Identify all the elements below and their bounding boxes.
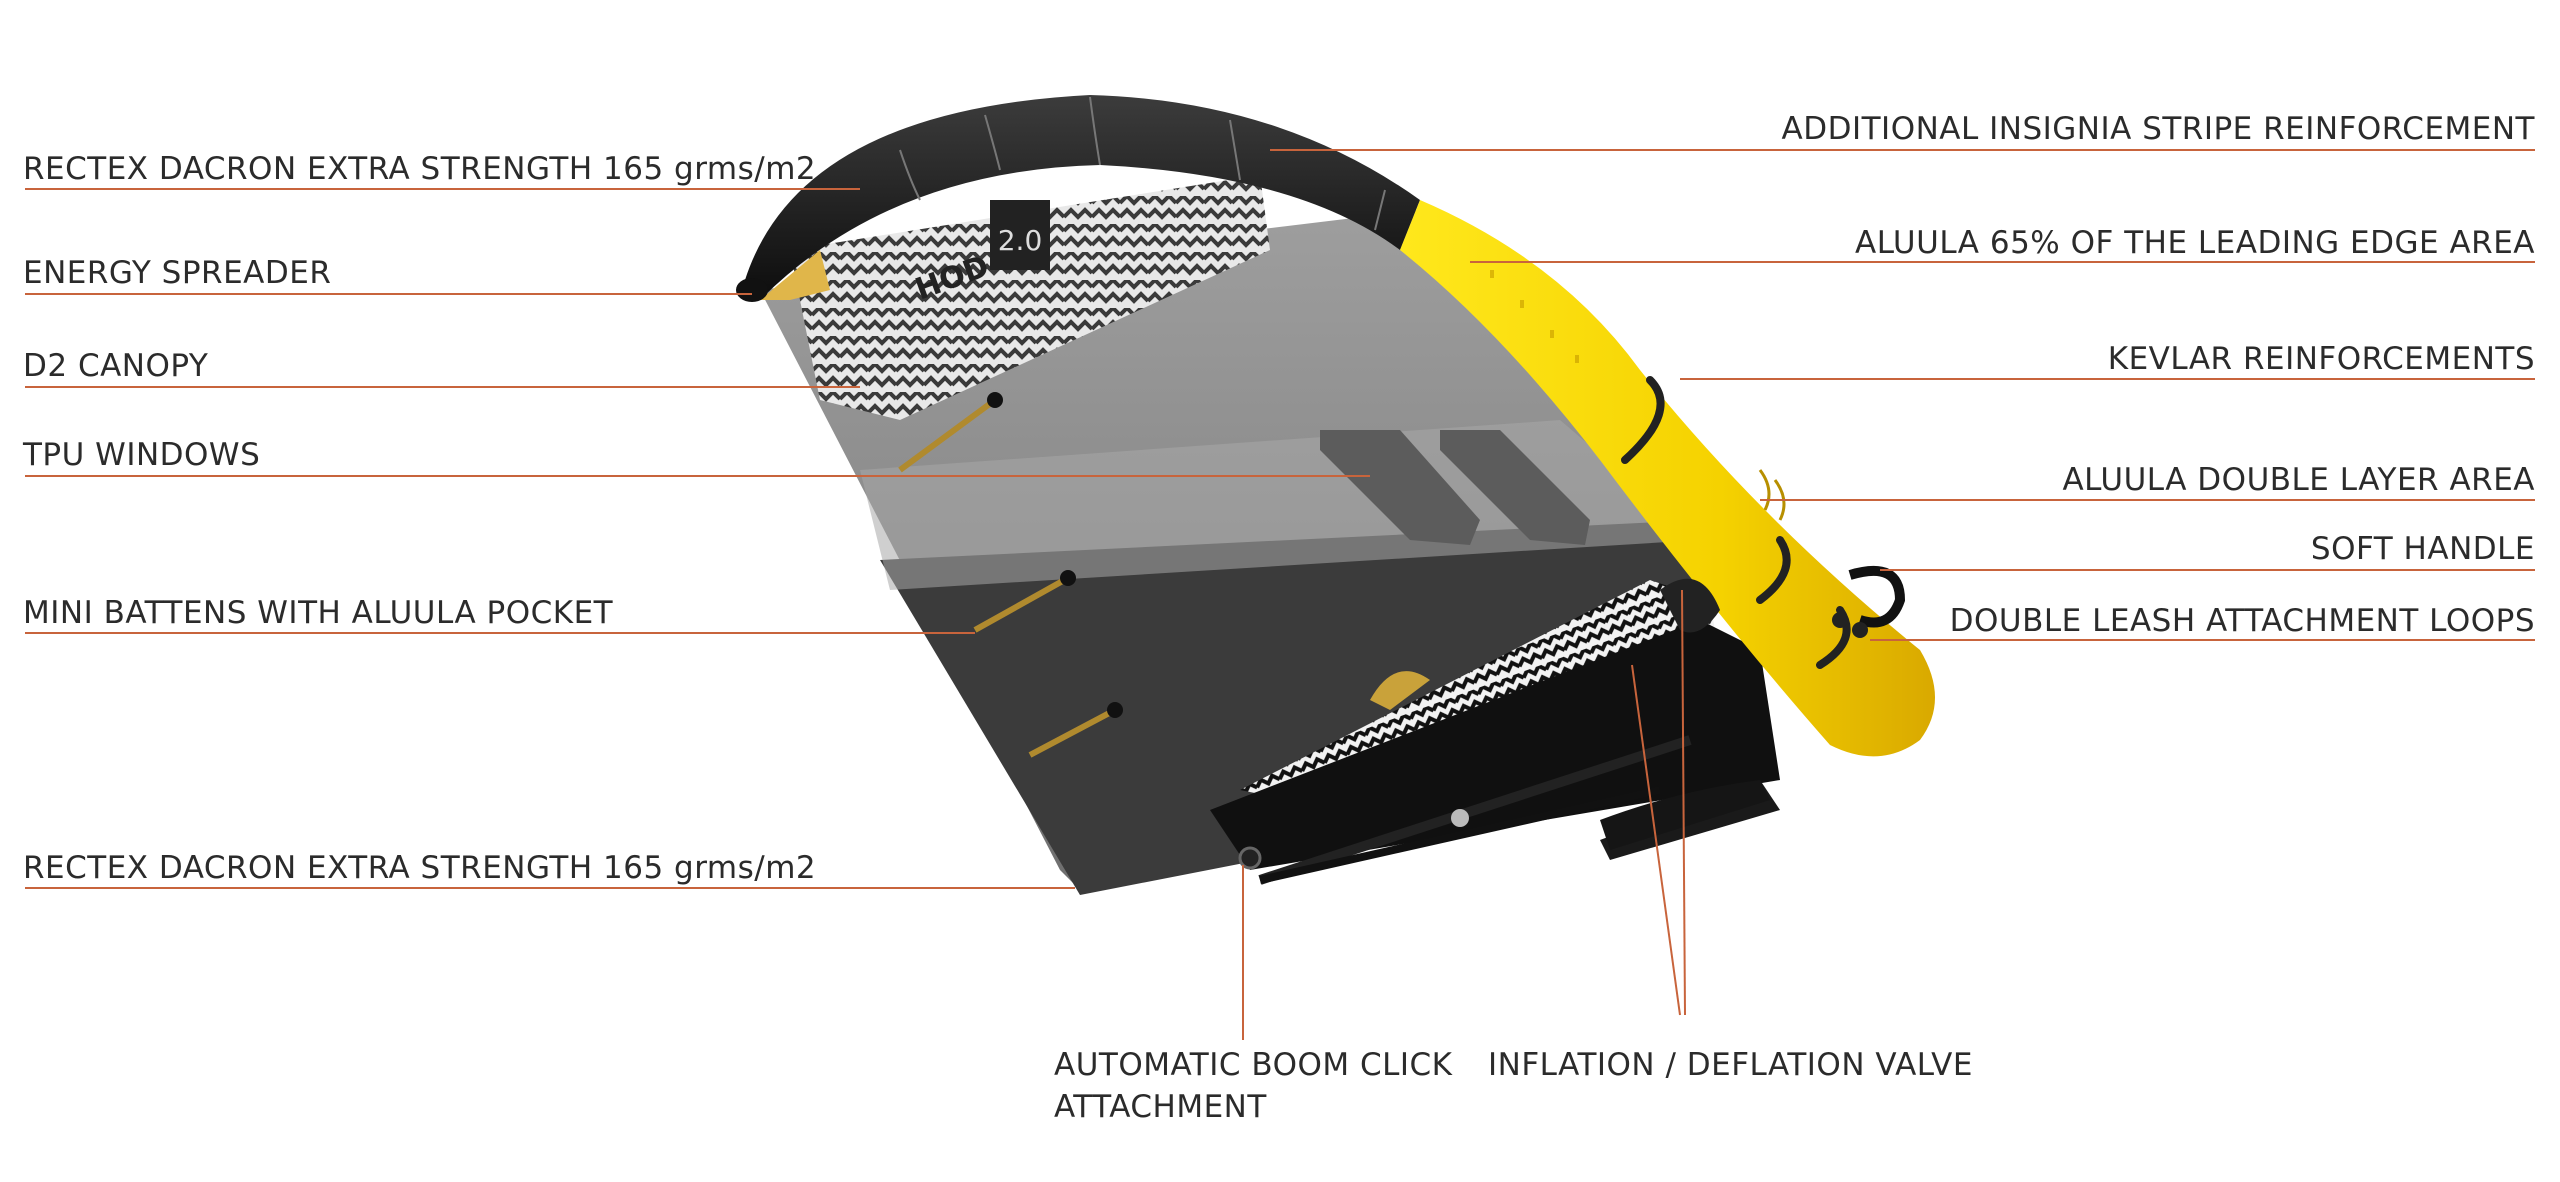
label-tpu-windows: TPU WINDOWS	[23, 437, 261, 473]
label-rectex-bottom: RECTEX DACRON EXTRA STRENGTH 165 grms/m2	[23, 850, 817, 886]
label-insignia-stripe: ADDITIONAL INSIGNIA STRIPE REINFORCEMENT	[1781, 111, 2535, 147]
leader-valve-2	[1681, 589, 1686, 1016]
leading-edge-black	[745, 95, 1420, 300]
label-valve: INFLATION / DEFLATION VALVE	[1488, 1047, 1973, 1083]
energy-spreader-patch	[760, 250, 830, 300]
label-rectex-top: RECTEX DACRON EXTRA STRENGTH 165 grms/m2	[23, 151, 817, 187]
chevron-panel	[790, 175, 1270, 420]
batten-2	[973, 575, 1070, 633]
leading-edge-yellow	[1400, 200, 1935, 757]
label-d2-canopy: D2 CANOPY	[23, 348, 209, 384]
soft-handle-shape	[1848, 566, 1906, 628]
label-boom-click: AUTOMATIC BOOM CLICK ATTACHMENT	[1054, 1047, 1453, 1125]
leader-valve-1	[1631, 664, 1681, 1016]
label-soft-handle: SOFT HANDLE	[2310, 531, 2535, 567]
batten-1	[898, 397, 997, 473]
tpu-window-2	[1440, 430, 1590, 545]
leash-loop-1	[1832, 612, 1848, 628]
batten-3	[1028, 707, 1117, 758]
size-label: 2.0	[998, 224, 1043, 257]
label-leash-loops: DOUBLE LEASH ATTACHMENT LOOPS	[1949, 603, 2535, 639]
boom-handle-bar	[1259, 786, 1661, 884]
boom	[1210, 620, 1780, 870]
label-energy-spreader: ENERGY SPREADER	[23, 255, 332, 291]
boom-click-point	[1238, 846, 1262, 870]
label-aluula-double: ALUULA DOUBLE LAYER AREA	[2062, 462, 2535, 498]
boom-chevron-panel	[1240, 580, 1720, 800]
leash-loop-2	[1852, 622, 1868, 638]
kevlar-band-2	[1756, 536, 1791, 604]
label-mini-battens: MINI BATTENS WITH ALUULA POCKET	[23, 595, 614, 631]
kevlar-band-1	[1621, 376, 1665, 464]
label-aluula-65: ALUULA 65% OF THE LEADING EDGE AREA	[1855, 225, 2535, 261]
label-kevlar: KEVLAR REINFORCEMENTS	[2107, 341, 2535, 377]
tpu-window-1	[1320, 430, 1480, 545]
